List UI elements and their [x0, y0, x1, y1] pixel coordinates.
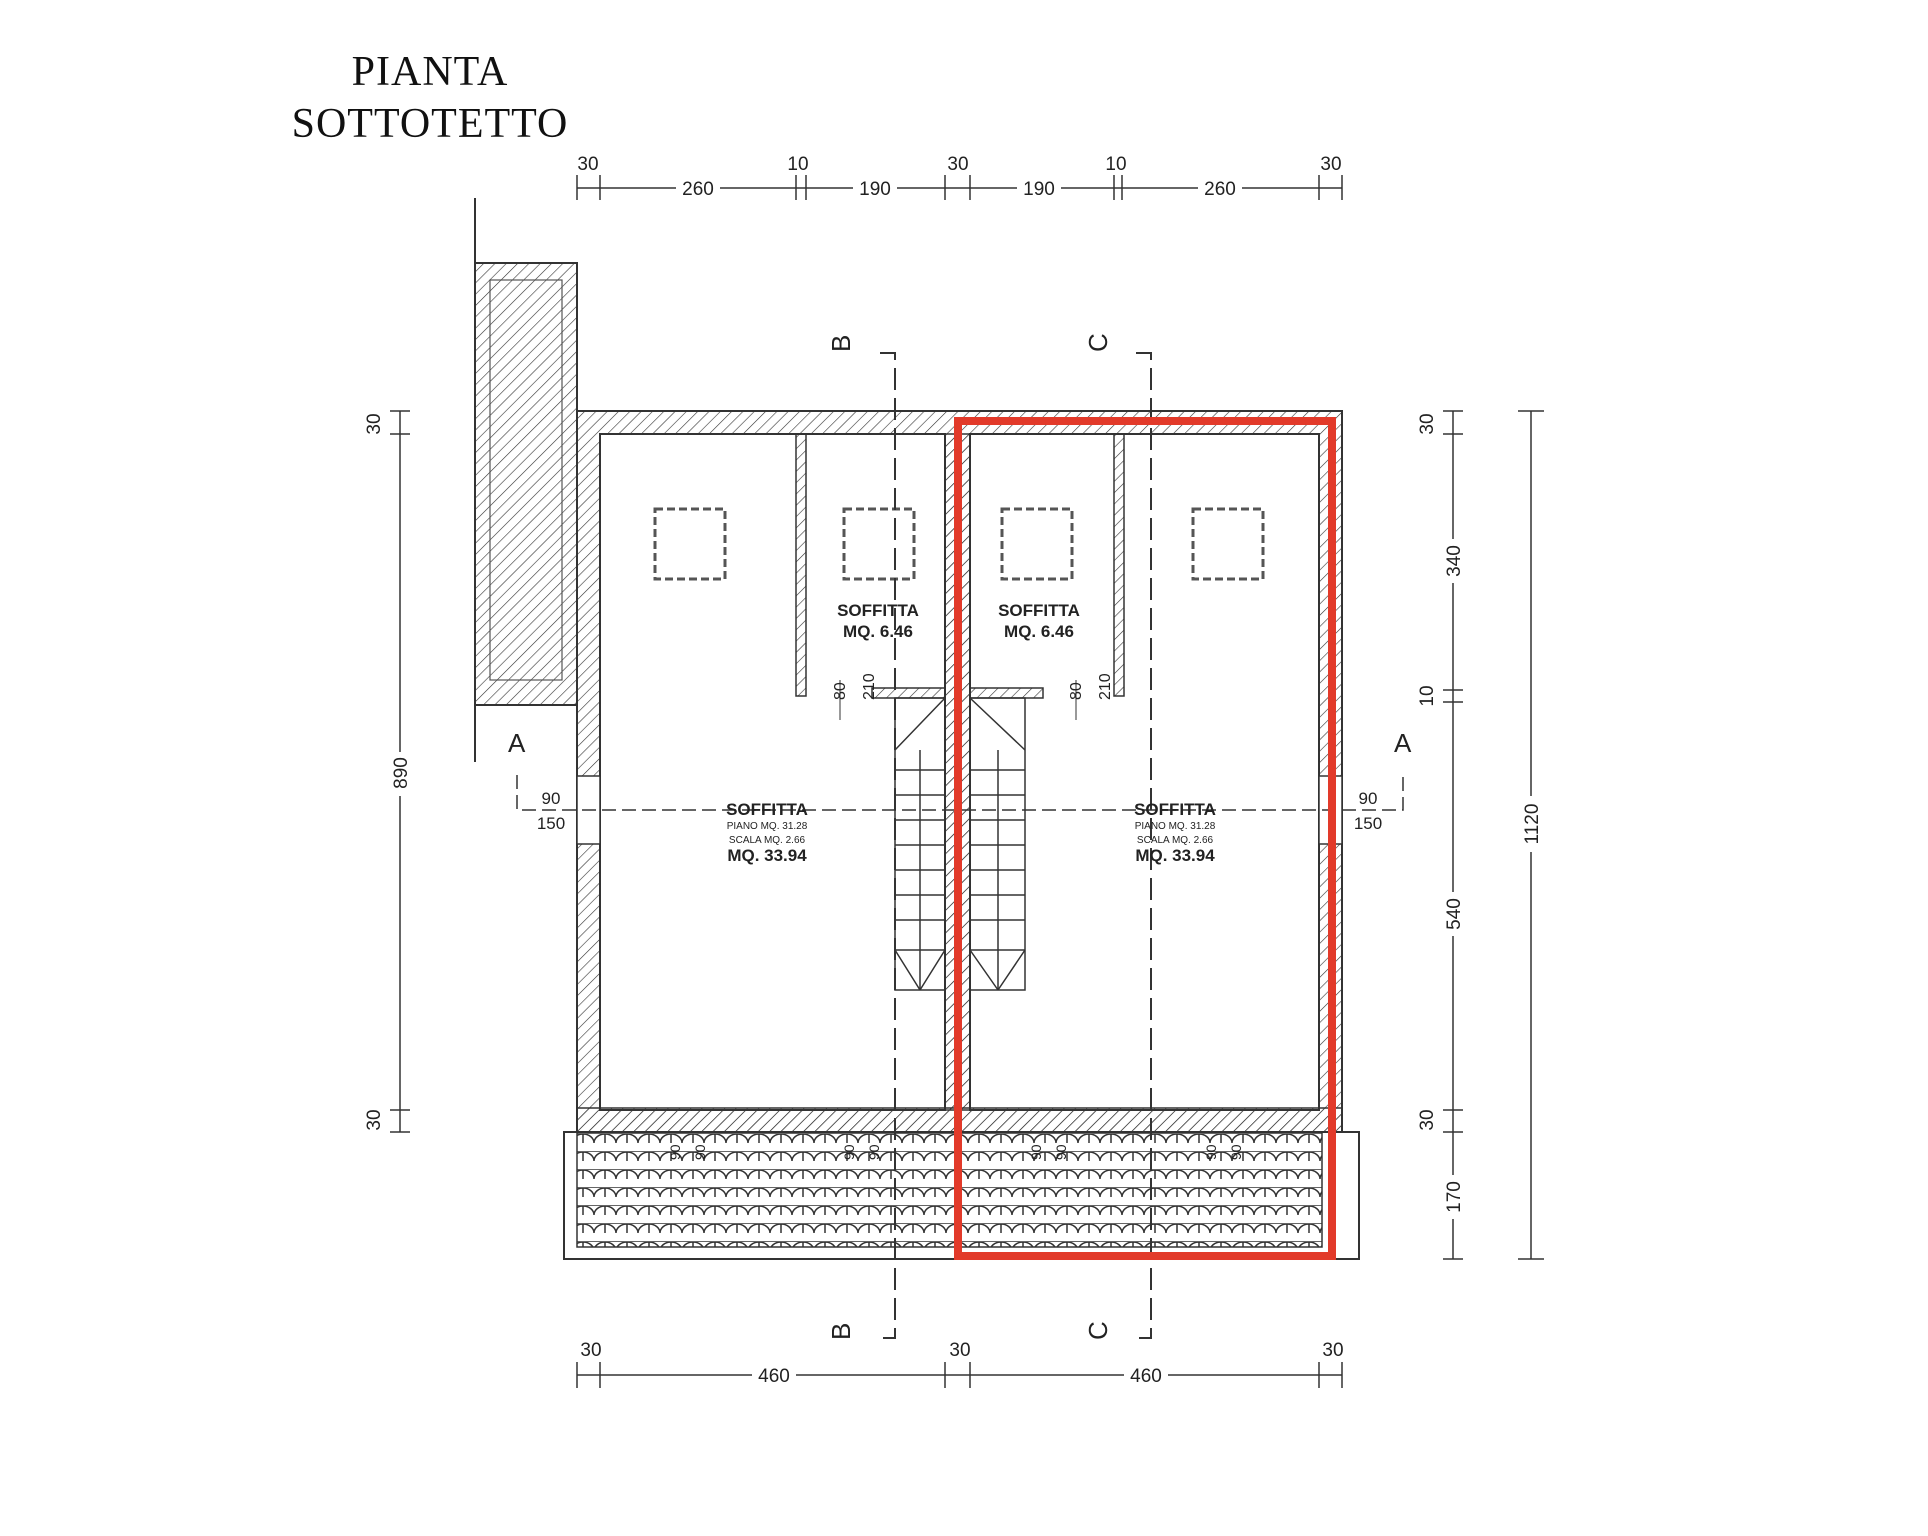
skylight	[653, 507, 727, 581]
room-area: MQ. 33.94	[1135, 846, 1215, 865]
dim-label: 260	[1204, 179, 1236, 200]
window-dim: 90	[1053, 1144, 1069, 1160]
dim-label: 30	[1417, 413, 1438, 434]
room-area: MQ. 6.46	[843, 622, 913, 641]
room-name: SOFFITTA	[726, 800, 808, 819]
dim-label: 170	[1444, 1181, 1465, 1213]
opening-width: 90	[542, 789, 561, 808]
stairs	[894, 697, 1026, 991]
skylight	[842, 507, 916, 581]
section-lines	[516, 352, 1404, 1339]
dimension-top-labels: 30 260 10 190 30 190 10 260 30	[577, 154, 1341, 200]
skylight	[1000, 507, 1074, 581]
dim-label: 460	[758, 1366, 790, 1387]
opening-height: 150	[1354, 814, 1382, 833]
dim-label: 30	[580, 1340, 601, 1361]
section-a-left: A	[508, 728, 526, 758]
room-area: MQ. 33.94	[727, 846, 807, 865]
opening-dimensions: 90 150 90 150	[537, 789, 1382, 833]
highlighted-unit-outline	[954, 417, 1336, 1260]
dim-label: 10	[1105, 154, 1126, 175]
window-dim: 90	[692, 1144, 708, 1160]
door-width: 80	[1068, 682, 1085, 700]
window-dim: 90	[1028, 1144, 1044, 1160]
section-b-top: B	[826, 335, 856, 352]
window-dim: 90	[1203, 1144, 1219, 1160]
dim-label: 30	[364, 1109, 385, 1130]
title-line-2: SOTTOTETTO	[291, 101, 569, 147]
room-labels: SOFFITTA MQ. 6.46 SOFFITTA MQ. 6.46 SOFF…	[726, 601, 1216, 865]
room-floor-area: PIANO MQ. 31.28	[727, 821, 808, 832]
room-stair-area: SCALA MQ. 2.66	[1137, 835, 1214, 846]
dim-label: 190	[859, 179, 891, 200]
window-dim: 90	[667, 1144, 683, 1160]
dim-label: 30	[947, 154, 968, 175]
section-markers: B B C C A A	[508, 333, 1412, 1340]
room-area: MQ. 6.46	[1004, 622, 1074, 641]
window-dim: 90	[841, 1144, 857, 1160]
chimney-block	[474, 198, 578, 762]
room-name: SOFFITTA	[998, 601, 1080, 620]
dim-label: 30	[364, 413, 385, 434]
window-dim: 90	[1228, 1144, 1244, 1160]
window-dim: 90	[866, 1144, 882, 1160]
opening-height: 150	[537, 814, 565, 833]
section-b-bottom: B	[826, 1323, 856, 1340]
room-name: SOFFITTA	[837, 601, 919, 620]
door-dimensions: 80 210 80 210	[832, 673, 1114, 720]
room-floor-area: PIANO MQ. 31.28	[1135, 821, 1216, 832]
dimension-bottom-labels: 30 460 30 460 30	[580, 1340, 1343, 1387]
dim-label: 30	[1320, 154, 1341, 175]
interior-partitions	[795, 433, 1125, 699]
dim-label: 30	[1322, 1340, 1343, 1361]
section-a-right: A	[1394, 728, 1412, 758]
section-c-top: C	[1083, 333, 1113, 352]
dim-label: 890	[391, 757, 412, 789]
section-c-bottom: C	[1083, 1321, 1113, 1340]
dim-label-total: 1120	[1522, 804, 1543, 845]
dimension-bottom	[576, 1362, 1343, 1388]
dimension-right-labels: 30 340 10 540 30 170 1120	[1417, 413, 1543, 1219]
door-height: 210	[1097, 673, 1114, 700]
room-stair-area: SCALA MQ. 2.66	[729, 835, 806, 846]
door-height: 210	[861, 673, 878, 700]
dim-label: 30	[949, 1340, 970, 1361]
dim-label: 540	[1444, 898, 1465, 930]
dimension-left-labels: 30 890 30	[364, 413, 412, 1131]
dim-label: 260	[682, 179, 714, 200]
title-line-1: PIANTA	[351, 49, 509, 95]
dim-label: 460	[1130, 1366, 1162, 1387]
dim-label: 30	[577, 154, 598, 175]
skylights	[653, 507, 1265, 581]
dim-label: 10	[1417, 685, 1438, 706]
opening-width: 90	[1359, 789, 1378, 808]
door-width: 80	[832, 682, 849, 700]
dim-label: 190	[1023, 179, 1055, 200]
dim-label: 340	[1444, 545, 1465, 577]
skylight	[1191, 507, 1265, 581]
dim-label: 10	[787, 154, 808, 175]
dim-label: 30	[1417, 1109, 1438, 1130]
room-name: SOFFITTA	[1134, 800, 1216, 819]
